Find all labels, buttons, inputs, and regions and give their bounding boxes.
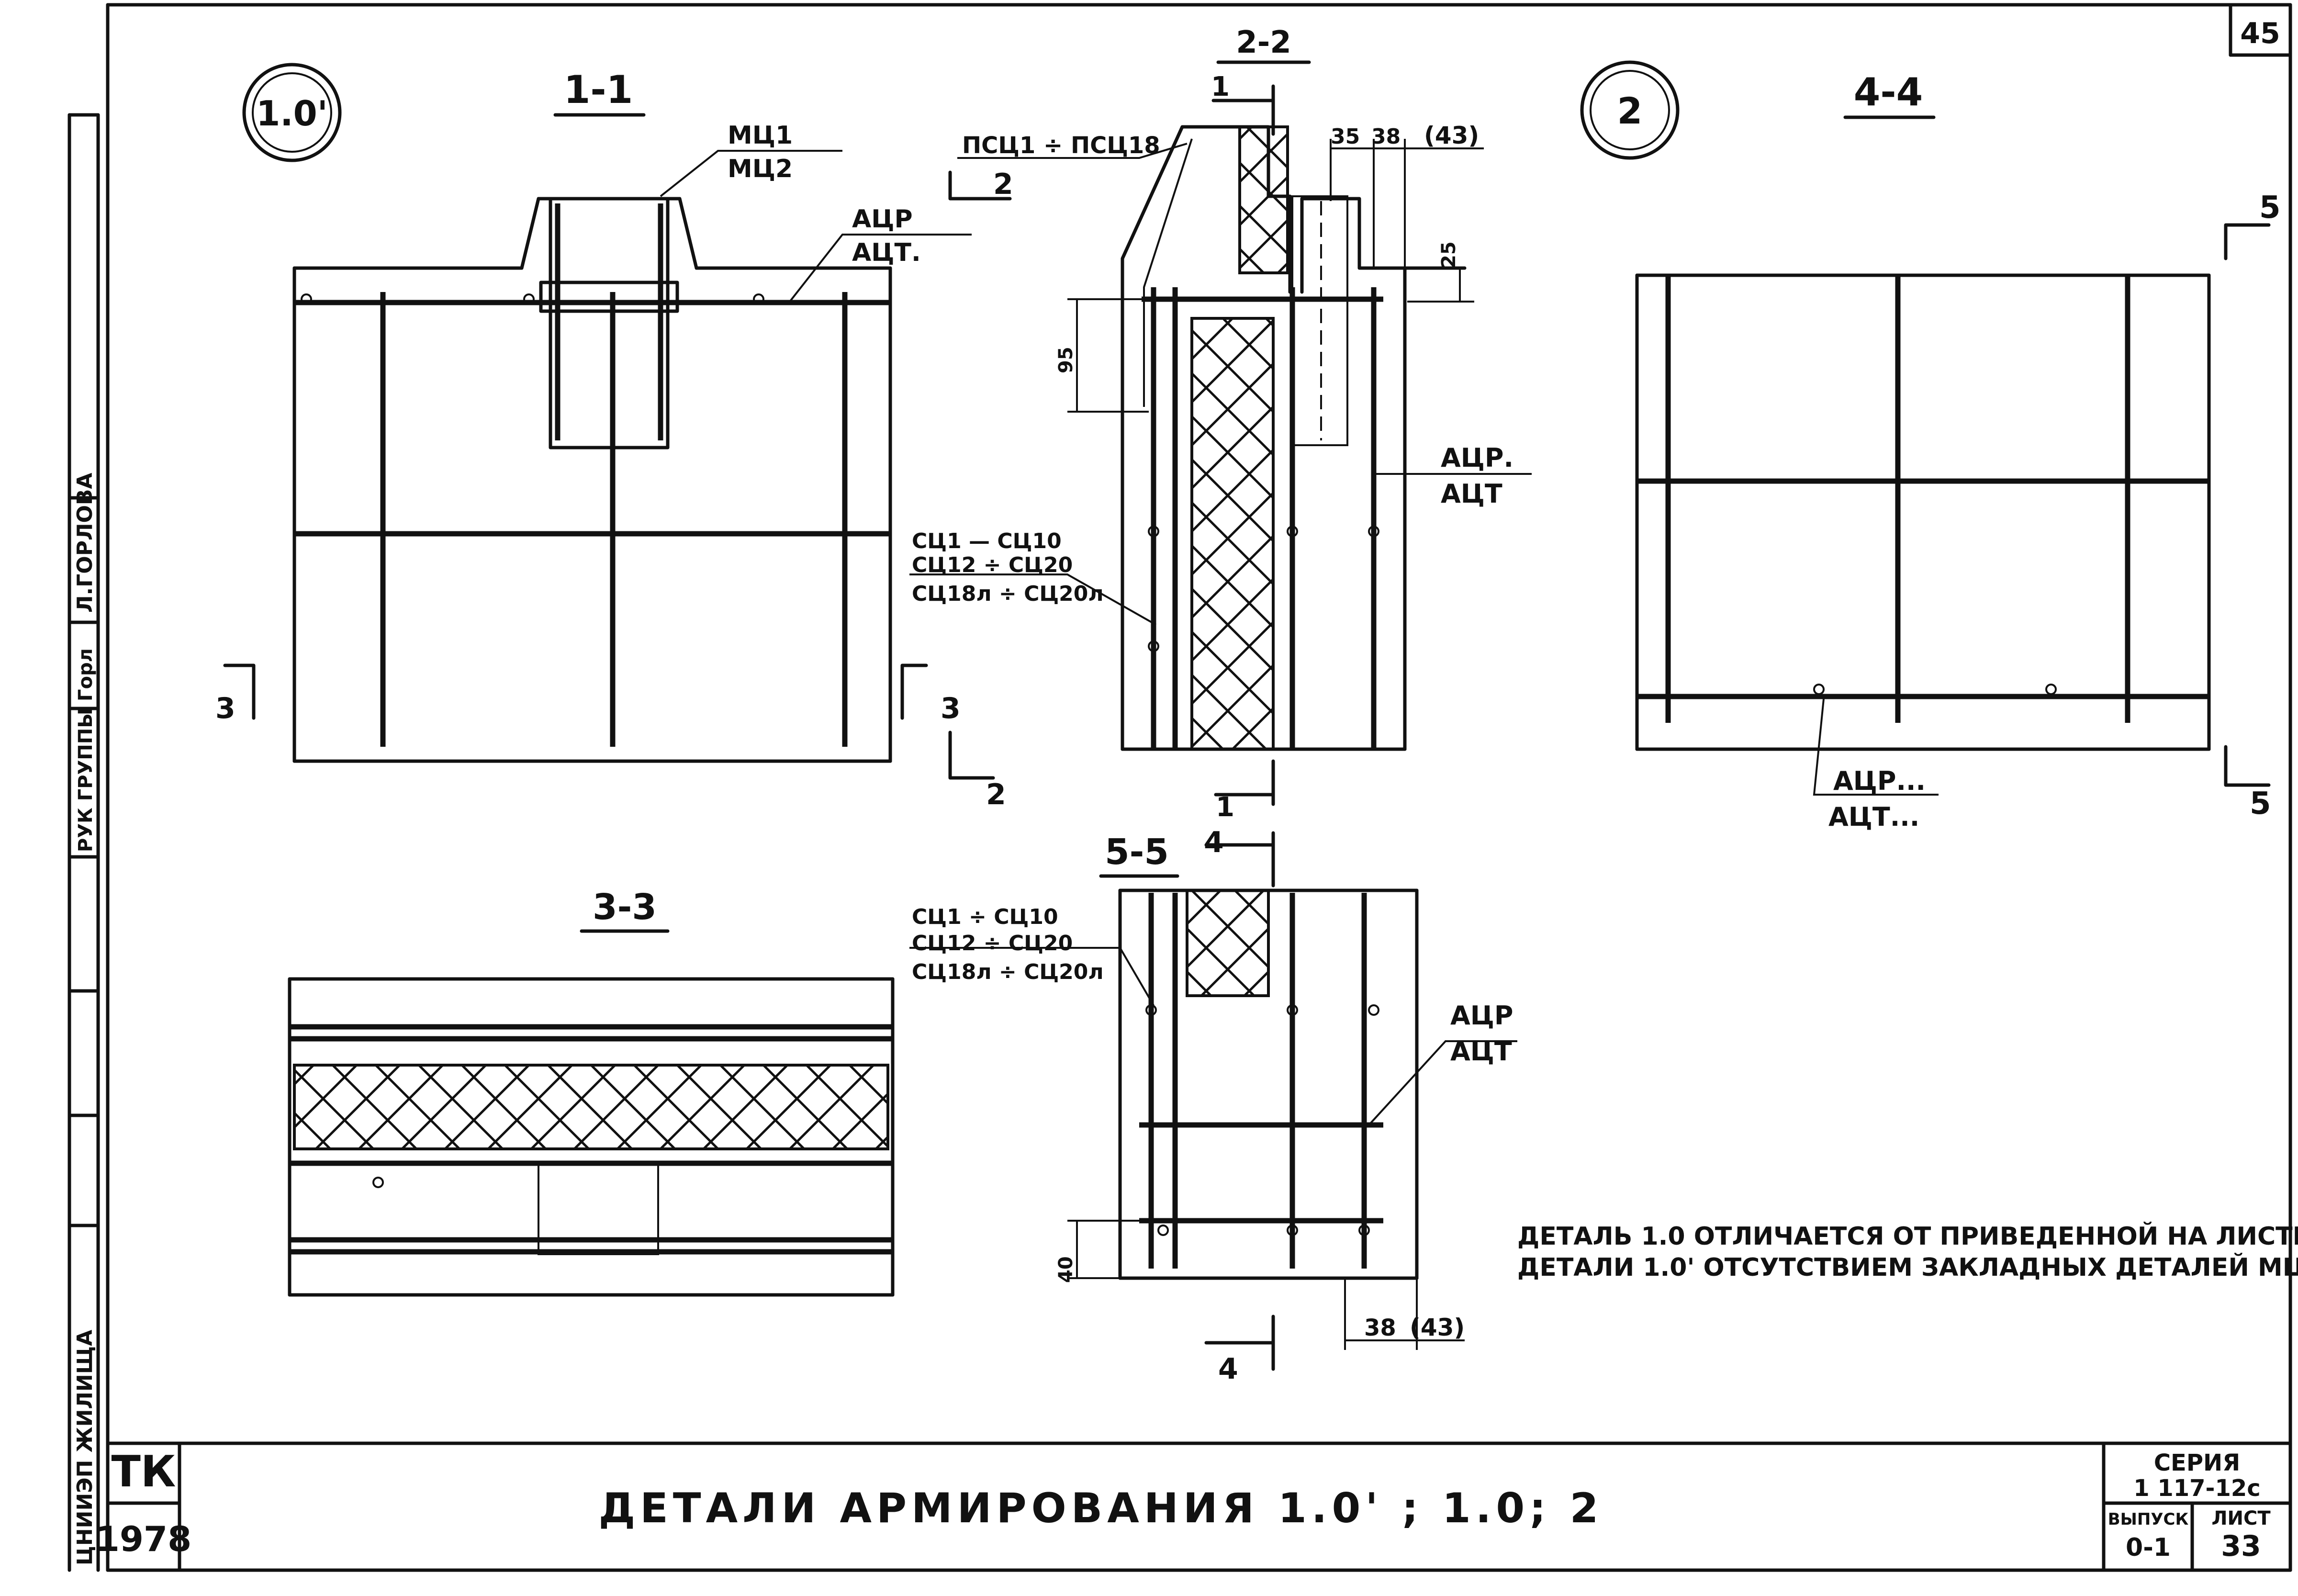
label-acr: АЦР (852, 205, 913, 234)
note-block: ДЕТАЛЬ 1.0 ОТЛИЧАЕТСЯ ОТ ПРИВЕДЕННОЙ НА … (1517, 1222, 2298, 1282)
label-act-44: АЦТ... (1828, 802, 1919, 832)
note-line-1: ДЕТАЛЬ 1.0 ОТЛИЧАЕТСЯ ОТ ПРИВЕДЕННОЙ НА … (1517, 1222, 2298, 1251)
section-3-3-title: 3-3 (593, 887, 657, 928)
sheet-title: ДЕТАЛИ АРМИРОВАНИЯ 1.0' ; 1.0; 2 (599, 1484, 1603, 1532)
series-value: 1 117-12с (2133, 1475, 2260, 1502)
label-act-55: АЦТ (1450, 1036, 1512, 1067)
side-signature: Горл (75, 648, 97, 701)
side-name: Л.ГОРЛОВА (73, 473, 97, 613)
label-sc-b3: СЦ18л ÷ СЦ20л (912, 960, 1104, 984)
cut-2-bottom-label: 2 (986, 778, 1006, 811)
corner-page-number: 45 (2240, 17, 2280, 50)
cut-4-top-label: 4 (1204, 826, 1224, 859)
label-sc-b2: СЦ12 ÷ СЦ20 (912, 931, 1073, 955)
side-role: РУК ГРУППЫ (75, 708, 97, 852)
cut-3-left-label: 3 (215, 692, 235, 725)
title-block: ТК 1978 ДЕТАЛИ АРМИРОВАНИЯ 1.0' ; 1.0; 2… (96, 17, 2280, 1563)
dim-43: (43) (1424, 122, 1479, 149)
dim-38: 38 (1371, 124, 1401, 149)
section-5-5: 5-5 4 СЦ1 ÷ СЦ10 СЦ12 ÷ СЦ20 СЦ18л ÷ СЦ2… (909, 826, 1517, 1386)
section-4-4-title: 4-4 (1854, 70, 1923, 114)
label-acr-44: АЦР... (1833, 766, 1926, 796)
dim-38-bottom: 38 (1364, 1315, 1396, 1341)
label-sc-a2: СЦ12 ÷ СЦ20 (912, 553, 1073, 577)
label-mc2: МЦ2 (728, 155, 793, 183)
detail-marker-right-label: 2 (1617, 90, 1643, 132)
cut-5-top-label: 5 (2259, 190, 2281, 225)
issue-label: ВЫПУСК (2108, 1510, 2189, 1529)
section-2-2: 2-2 1 95 25 35 (909, 25, 1532, 823)
section-4-4: 4-4 АЦР... АЦТ... 5 5 (1635, 70, 2281, 832)
label-act: АЦТ (1441, 479, 1502, 509)
dim-35: 35 (1331, 124, 1360, 149)
dim-25: 25 (1438, 241, 1460, 268)
cut-2-top-label: 2 (993, 168, 1013, 201)
sheet-frame (106, 3, 2292, 1572)
cut-1-bottom-label: 1 (1216, 792, 1234, 823)
cut-5-bottom-label: 5 (2250, 786, 2271, 821)
dim-40: 40 (1055, 1256, 1077, 1283)
sheet-label: ЛИСТ (2211, 1507, 2271, 1529)
cut-4-bottom-label: 4 (1218, 1352, 1238, 1386)
side-stamp: Л.ГОРЛОВА Горл РУК ГРУППЫ ЦНИИЭП ЖИЛИЩА (67, 113, 100, 1572)
dim-95: 95 (1055, 347, 1077, 373)
series-label: СЕРИЯ (2154, 1450, 2240, 1476)
issue-value: 0-1 (2126, 1533, 2171, 1562)
label-acr-55: АЦР (1450, 1000, 1513, 1031)
label-acr-dot: АЦР. (1441, 443, 1513, 473)
detail-marker-left-label: 1.0' (256, 93, 328, 134)
side-org: ЦНИИЭП ЖИЛИЩА (73, 1330, 97, 1565)
cut-3-right-label: 3 (941, 692, 961, 725)
section-5-5-title: 5-5 (1105, 832, 1169, 873)
label-sc-b1: СЦ1 ÷ СЦ10 (912, 905, 1058, 929)
cut-1-top-label: 1 (1211, 71, 1230, 102)
label-sc-a3: СЦ18л ÷ СЦ20л (912, 582, 1104, 606)
section-2-2-title: 2-2 (1236, 25, 1291, 60)
section-1-1-title: 1-1 (564, 67, 633, 112)
detail-marker-right: 2 (1580, 60, 1680, 160)
stamp-code: ТК (112, 1447, 176, 1497)
label-act-dot: АЦТ. (852, 238, 921, 267)
section-1-1: 1-1 МЦ1 МЦ2 АЦР АЦТ. 2 2 3 (215, 67, 1013, 811)
label-mc1: МЦ1 (728, 121, 793, 150)
detail-marker-left: 1.0' (242, 63, 342, 162)
label-sc-a1: СЦ1 — СЦ10 (912, 529, 1062, 553)
dim-43-bottom: (43) (1410, 1314, 1465, 1341)
label-pcc: ПСЦ1 ÷ ПСЦ18 (962, 132, 1160, 159)
sheet-number: 33 (2221, 1529, 2261, 1563)
stamp-year: 1978 (96, 1519, 191, 1559)
section-3-3: 3-3 (288, 887, 895, 1297)
note-line-2: ДЕТАЛИ 1.0' ОТСУТСТВИЕМ ЗАКЛАДНЫХ ДЕТАЛЕ… (1517, 1253, 2298, 1282)
